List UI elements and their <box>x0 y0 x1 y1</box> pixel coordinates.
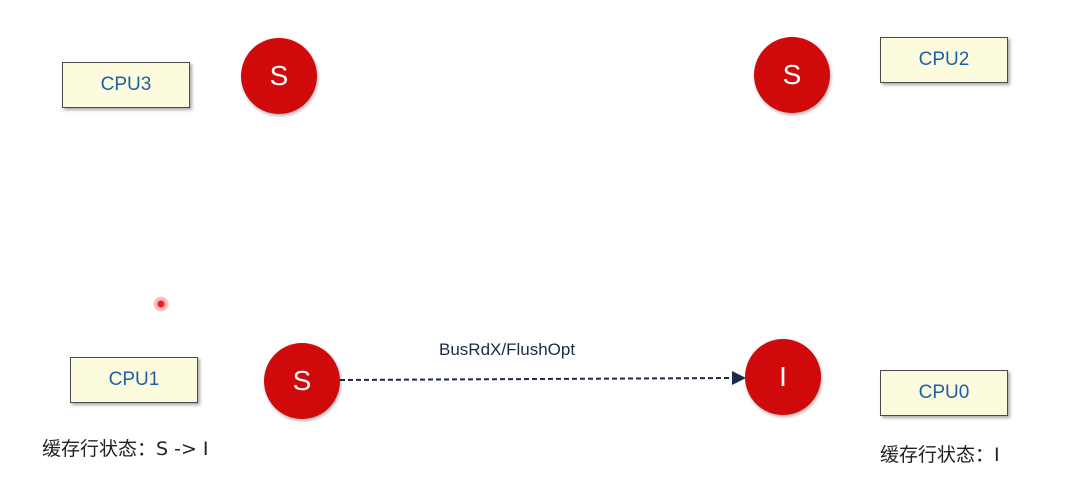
cpu3-box: CPU3 <box>62 62 190 108</box>
cpu0-state: I <box>779 361 787 392</box>
cpu2-state: S <box>782 59 802 90</box>
cpu2-label: CPU2 <box>918 49 970 70</box>
cpu2-state-circle: S <box>754 37 830 113</box>
bus-message-arrow-line <box>339 377 734 381</box>
cpu3-state-circle: S <box>241 38 317 114</box>
cpu1-label: CPU1 <box>108 369 160 390</box>
cpu1-state: S <box>292 365 312 396</box>
cpu1-box: CPU1 <box>70 357 198 403</box>
cpu3-label: CPU3 <box>100 74 152 95</box>
cpu0-state-circle: I <box>745 339 821 415</box>
cpu1-state-circle: S <box>264 343 340 419</box>
bus-message-label: BusRdX/FlushOpt <box>439 340 576 359</box>
cpu1-cache-line-caption: 缓存行状态：S -> I <box>42 438 209 460</box>
laser-pointer-dot <box>153 296 169 312</box>
cpu0-cache-line-caption: 缓存行状态：I <box>880 444 1000 466</box>
cpu3-state: S <box>269 60 289 91</box>
cpu2-box: CPU2 <box>880 37 1008 83</box>
cpu0-box: CPU0 <box>880 370 1008 416</box>
bus-message-arrowhead <box>732 371 746 385</box>
cpu0-label: CPU0 <box>918 382 970 403</box>
